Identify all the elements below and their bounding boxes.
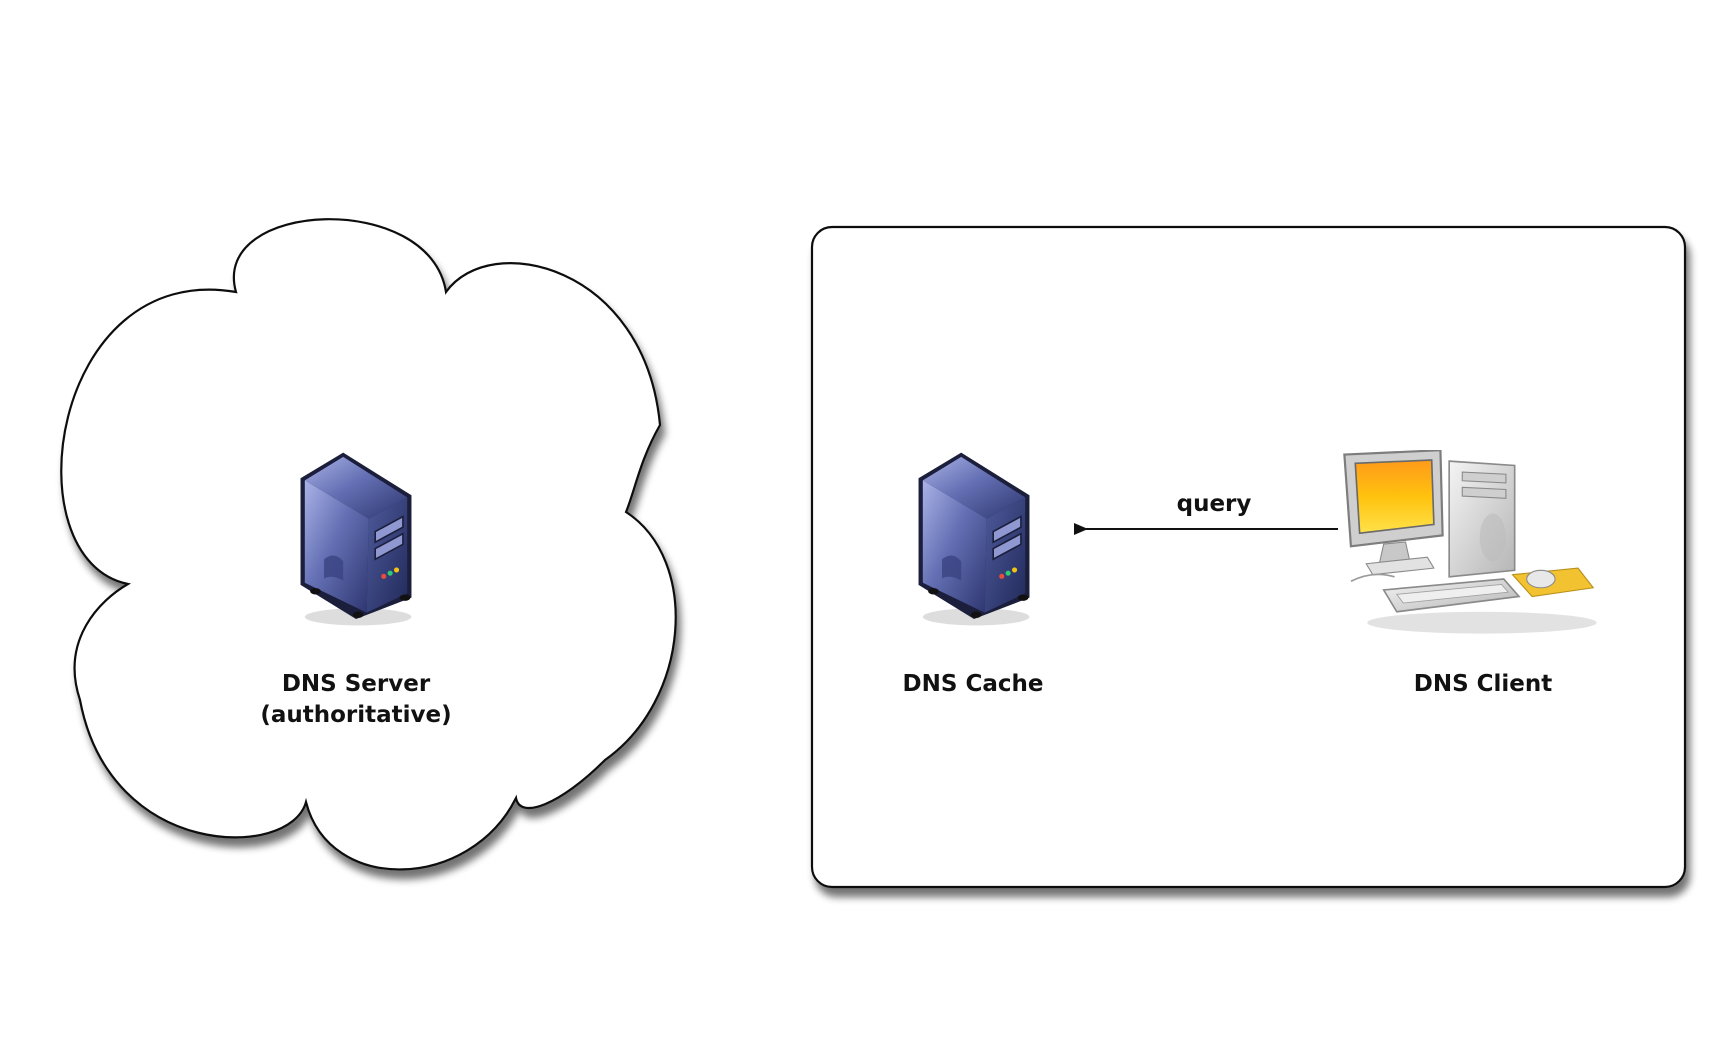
dns-server-sublabel: (authoritative) xyxy=(260,702,451,728)
query-edge: query xyxy=(1074,491,1338,535)
dns-cache-node: DNS Cache xyxy=(903,451,1044,697)
dns-client-label: DNS Client xyxy=(1414,671,1553,697)
dns-client-node: DNS Client xyxy=(1343,450,1598,697)
dns-server-node: DNS Server (authoritative) xyxy=(260,451,452,728)
dns-cache-label: DNS Cache xyxy=(903,671,1044,697)
query-label: query xyxy=(1177,491,1252,517)
local-network-box xyxy=(810,225,1687,889)
dns-server-label: DNS Server xyxy=(282,671,431,697)
